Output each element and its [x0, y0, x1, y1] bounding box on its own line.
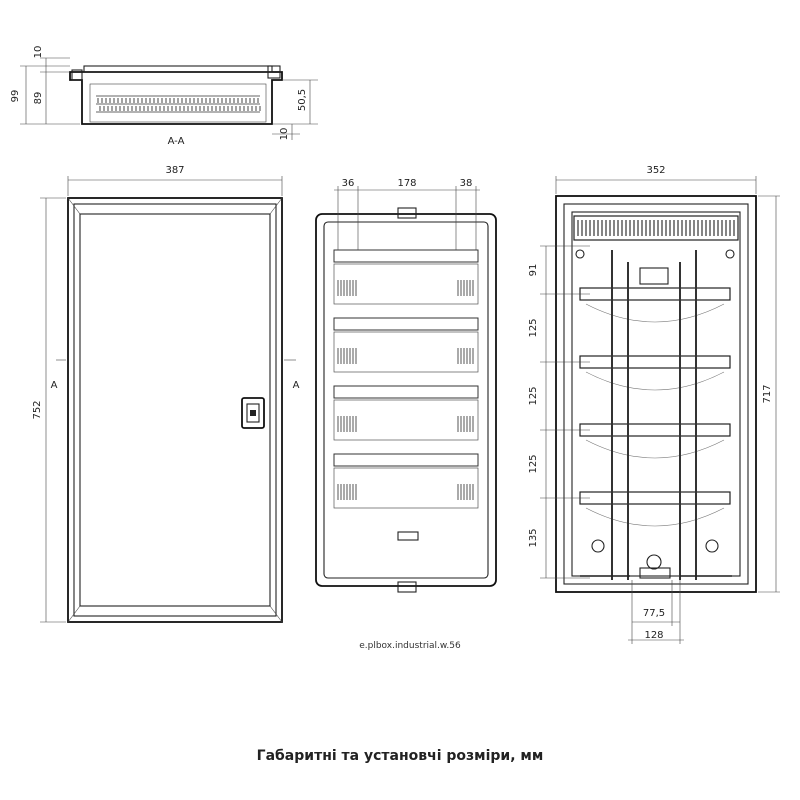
- dim-back-row-1: 91: [528, 264, 539, 277]
- internal-view: 36 178 38: [315, 178, 497, 593]
- dim-back-row-4: 125: [528, 454, 539, 473]
- dim-back-row-2: 125: [528, 318, 539, 337]
- section-mark-left: A: [51, 380, 58, 391]
- drawing-code: e.plbox.industrial.w.56: [359, 641, 461, 651]
- dim-front-width: 387: [165, 165, 184, 176]
- dim-back-bottom-inner: 77,5: [643, 608, 665, 619]
- front-view: 387 752 A A: [32, 165, 300, 623]
- dim-internal-middle: 178: [397, 178, 416, 189]
- dim-front-height: 752: [32, 400, 43, 419]
- dim-back-height: 717: [762, 384, 773, 403]
- back-top-terminals: [573, 215, 739, 241]
- section-label: A-A: [168, 136, 185, 147]
- section-teeth: [97, 98, 261, 111]
- dim-section-inner: 89: [33, 92, 44, 105]
- dim-back-width: 352: [646, 165, 665, 176]
- back-din-rails: [579, 287, 731, 527]
- dim-internal-right: 38: [460, 178, 473, 189]
- section-view: 10 99 89 50,5 10 A-A: [10, 46, 318, 147]
- dim-back-bottom-outer: 128: [644, 630, 663, 641]
- dim-internal-left: 36: [342, 178, 355, 189]
- section-mark-right: A: [293, 380, 300, 391]
- dim-section-overall: 99: [10, 90, 21, 103]
- dim-back-row-5: 135: [528, 528, 539, 547]
- dim-section-right-depth: 50,5: [297, 89, 308, 111]
- section-terminals: [96, 95, 260, 113]
- dim-back-row-3: 125: [528, 386, 539, 405]
- internal-rows: [333, 249, 479, 509]
- dim-section-bottom: 10: [279, 128, 290, 141]
- back-view: 352 717 91 125 125 125 135 77,5 128: [528, 165, 780, 644]
- caption: Габаритні та установчі розміри, мм: [256, 748, 544, 764]
- dim-section-top: 10: [33, 46, 44, 59]
